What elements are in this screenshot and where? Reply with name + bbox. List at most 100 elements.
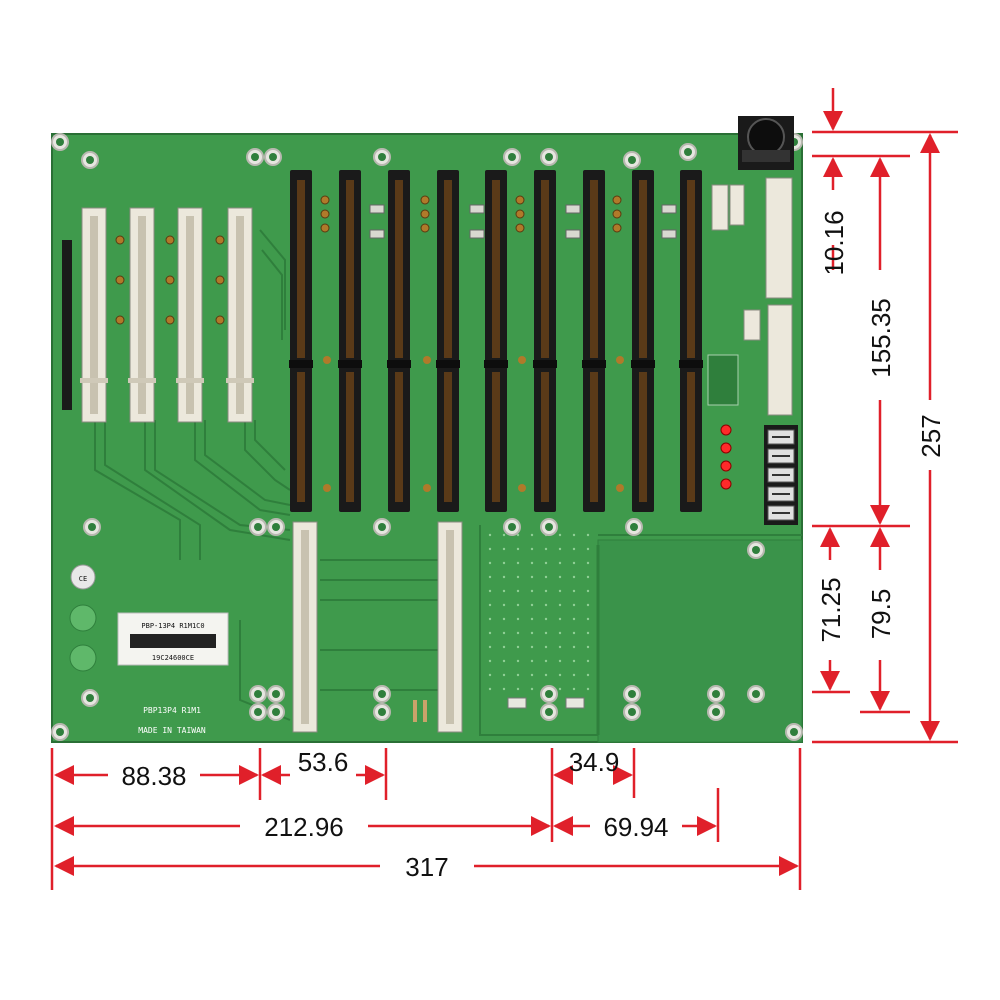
pcb-board: PBP-13P4 R1M1C0 19C24600CE PBP13P4 R1M1 … bbox=[51, 116, 803, 743]
mounting-hole-center-icon bbox=[272, 690, 280, 698]
model-label: PBP-13P4 R1M1C0 19C24600CE bbox=[117, 612, 229, 666]
capacitor-icon bbox=[515, 209, 525, 219]
via-dot bbox=[586, 561, 590, 565]
mounting-hole-center-icon bbox=[269, 153, 277, 161]
mounting-hole-center-icon bbox=[272, 523, 280, 531]
capacitor-icon bbox=[165, 315, 175, 325]
via-dot bbox=[488, 687, 492, 691]
pci-slot-groove bbox=[138, 216, 146, 414]
mounting-hole-center-icon bbox=[628, 708, 636, 716]
chip-icon bbox=[565, 229, 581, 239]
isa-slot-pins-bottom bbox=[492, 372, 500, 502]
pci-slot bbox=[80, 207, 108, 423]
pci-slot-groove bbox=[446, 530, 454, 724]
chip-icon bbox=[369, 204, 385, 214]
via-grid bbox=[488, 533, 590, 691]
isa-slot-pins-bottom bbox=[687, 372, 695, 502]
dim-79-5: 79.5 bbox=[866, 589, 896, 640]
pci-slot bbox=[292, 521, 318, 733]
via-dot bbox=[530, 673, 534, 677]
din-connector bbox=[738, 116, 794, 170]
via-dot bbox=[502, 547, 506, 551]
capacitor-icon bbox=[515, 223, 525, 233]
via-dot bbox=[530, 533, 534, 537]
via-dot bbox=[586, 547, 590, 551]
capacitor-icon bbox=[616, 484, 624, 492]
mounting-hole-center-icon bbox=[545, 708, 553, 716]
resistor-icon bbox=[423, 700, 427, 722]
via-dot bbox=[502, 687, 506, 691]
mounting-hole-center-icon bbox=[254, 690, 262, 698]
dim-34-9: 34.9 bbox=[569, 747, 620, 777]
via-dot bbox=[516, 589, 520, 593]
via-dot bbox=[558, 617, 562, 621]
via-dot bbox=[572, 547, 576, 551]
via-dot bbox=[586, 589, 590, 593]
via-dot bbox=[516, 673, 520, 677]
via-dot bbox=[530, 589, 534, 593]
isa-slot-pins-top bbox=[541, 180, 549, 358]
pci-slot-groove bbox=[90, 216, 98, 414]
capacitor-icon bbox=[515, 195, 525, 205]
dimension-labels: 88.38 53.6 34.9 212.96 69.94 317 10.16 1… bbox=[121, 210, 946, 882]
via-dot bbox=[502, 561, 506, 565]
power-connector-at bbox=[767, 304, 793, 416]
isa-slot-pins-top bbox=[639, 180, 647, 358]
chip-icon bbox=[369, 229, 385, 239]
via-dot bbox=[544, 575, 548, 579]
capacitor-icon bbox=[320, 209, 330, 219]
dim-155-35: 155.35 bbox=[866, 298, 896, 378]
via-dot bbox=[586, 603, 590, 607]
capacitor-icon bbox=[115, 235, 125, 245]
left-header-strip bbox=[62, 240, 72, 410]
via-dot bbox=[558, 659, 562, 663]
dim-71-25: 71.25 bbox=[816, 577, 846, 642]
isa-slot-pins-bottom bbox=[639, 372, 647, 502]
isa-slot bbox=[436, 170, 460, 512]
chip-icon bbox=[565, 204, 581, 214]
pad-circle-icon bbox=[69, 644, 97, 672]
pci-slot-key bbox=[226, 378, 254, 383]
mounting-hole-center-icon bbox=[508, 153, 516, 161]
isa-slot-key bbox=[582, 360, 606, 368]
via-dot bbox=[516, 561, 520, 565]
isa-slot-key bbox=[484, 360, 508, 368]
isa-slot-key bbox=[533, 360, 557, 368]
isa-slot bbox=[679, 170, 703, 512]
capacitor-icon bbox=[320, 223, 330, 233]
via-dot bbox=[586, 533, 590, 537]
via-dot bbox=[516, 645, 520, 649]
via-dot bbox=[488, 659, 492, 663]
mounting-hole-center-icon bbox=[712, 690, 720, 698]
isa-slot bbox=[533, 170, 557, 512]
pci-slot-key bbox=[128, 378, 156, 383]
via-dot bbox=[586, 631, 590, 635]
via-dot bbox=[516, 533, 520, 537]
led-icon bbox=[720, 460, 732, 472]
via-dot bbox=[530, 659, 534, 663]
via-dot bbox=[572, 603, 576, 607]
components bbox=[115, 195, 739, 722]
via-dot bbox=[558, 547, 562, 551]
isa-slot-key bbox=[436, 360, 460, 368]
mounting-hole-center-icon bbox=[545, 690, 553, 698]
dim-53-6: 53.6 bbox=[298, 747, 349, 777]
dim-10-16: 10.16 bbox=[819, 210, 849, 275]
isa-slot-key bbox=[338, 360, 362, 368]
via-dot bbox=[488, 547, 492, 551]
isa-slots bbox=[289, 170, 703, 512]
dim-88-38: 88.38 bbox=[121, 761, 186, 791]
via-dot bbox=[502, 617, 506, 621]
via-dot bbox=[502, 645, 506, 649]
via-dot bbox=[544, 589, 548, 593]
via-dot bbox=[558, 561, 562, 565]
dimension-lines bbox=[50, 88, 958, 890]
isa-slot-pins-bottom bbox=[346, 372, 354, 502]
pci-slot-groove bbox=[236, 216, 244, 414]
capacitor-icon bbox=[115, 315, 125, 325]
via-dot bbox=[544, 561, 548, 565]
model-label-text: PBP-13P4 R1M1C0 bbox=[141, 622, 204, 630]
mounting-hole-center-icon bbox=[628, 690, 636, 698]
via-dot bbox=[558, 673, 562, 677]
via-dot bbox=[572, 617, 576, 621]
